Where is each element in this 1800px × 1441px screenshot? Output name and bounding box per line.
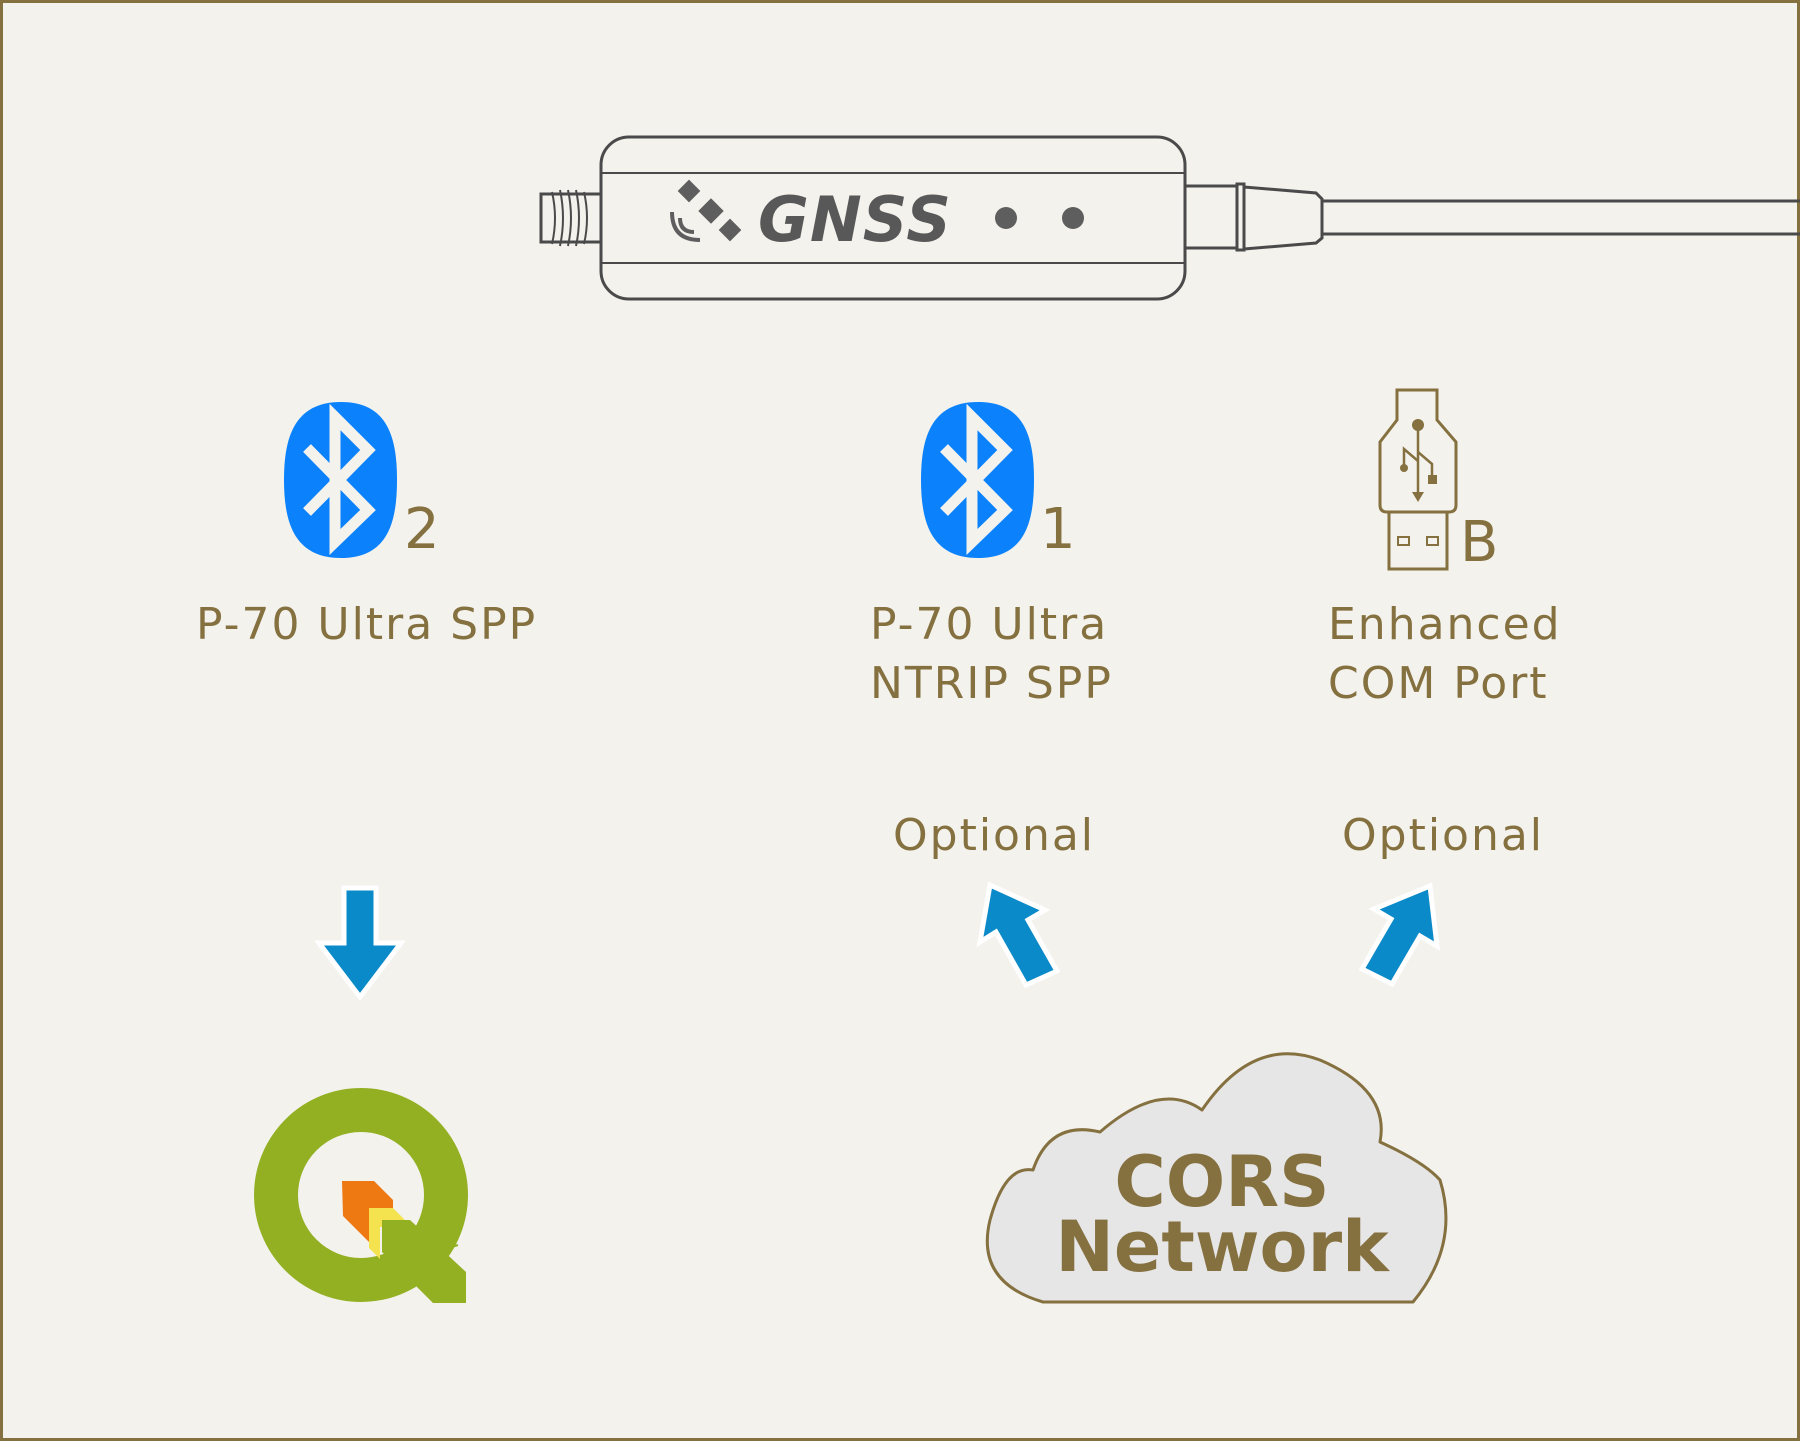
cloud-label-line-2: Network [1055,1206,1389,1288]
cable-strain-relief [1242,185,1324,251]
cloud-icon [985,1052,1448,1304]
channel-badge: 2 [404,497,440,562]
optional-label: Optional [1342,810,1545,861]
channel-badge: B [1460,510,1499,575]
channel-label-line-2: NTRIP SPP [870,658,1113,709]
channel-label-line-2: COM Port [1328,658,1549,709]
bluetooth-icon [921,402,1034,558]
channel-label: P-70 Ultra SPP [196,599,538,650]
status-led [995,207,1017,229]
antenna-connector [539,189,603,247]
arrow-down-to-qgis [313,885,407,1002]
arrow-up-from-cors-ntrip [976,881,1061,989]
device-brand-label: GNSS [758,183,952,256]
cloud-label-line-1: CORS [1114,1141,1330,1223]
optional-label: Optional [893,810,1096,861]
qgis-logo-icon [254,1088,468,1303]
cable-connector [1183,184,1239,250]
arrow-up-from-cors-usb [1358,882,1441,988]
gnss-receiver [539,135,1800,301]
cable [1322,199,1800,236]
channel-badge: 1 [1040,497,1076,562]
channel-label-line-1: Enhanced [1328,599,1562,650]
channel-label-line-1: P-70 Ultra [870,599,1109,650]
usb-icon [1378,388,1458,571]
status-led [1062,207,1084,229]
bluetooth-icon [284,402,397,558]
